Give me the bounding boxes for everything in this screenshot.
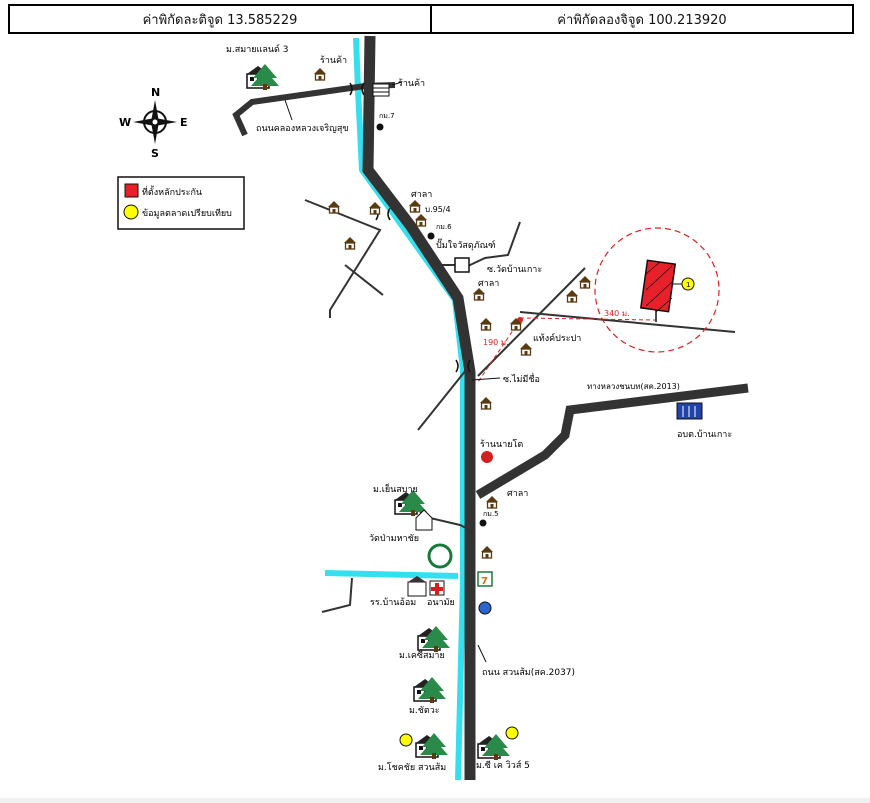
main-road [362, 35, 476, 780]
house-icon [480, 545, 494, 559]
label-km5: กม.5 [483, 510, 499, 518]
road-west-1 [304, 199, 382, 318]
label-gas: ปั๊มใจวัสดุภัณฑ์ [436, 238, 495, 251]
house-icon [519, 342, 533, 356]
label-village-chokchai: ม.โชคชัย สวนส้ม [378, 762, 446, 773]
house-icon [368, 201, 382, 215]
cross-glyph [431, 583, 443, 595]
km-marker-5 [479, 519, 487, 527]
gas-station-icon [454, 257, 470, 273]
market-marker-sbk [505, 726, 519, 740]
house-icon [343, 236, 357, 250]
market-marker-chokchai [399, 733, 413, 747]
legend-site-swatch [124, 183, 139, 198]
km-marker-6 [427, 232, 435, 240]
house-icon [414, 213, 428, 227]
house-icon [313, 67, 327, 81]
coordinate-bar: ค่าพิกัดละติจูด 13.585229 ค่าพิกัดลองจิจ… [8, 4, 854, 34]
market-marker-num: 1 [686, 281, 690, 289]
house-icon [578, 275, 592, 289]
village-icon [417, 625, 451, 653]
village-icon [413, 676, 447, 704]
canal-branch [324, 570, 459, 579]
distance-340: 340 ม. [604, 309, 630, 318]
label-road-khlong: ถนนคลองหลวงเจริญสุข [256, 123, 348, 134]
label-soi-noname: ซ.ไม่มีชื่อ [503, 372, 540, 385]
label-village-chotchai: ม.ชัตวะ [409, 706, 440, 716]
shop-icon [372, 83, 390, 97]
seven-eleven-icon [477, 571, 493, 587]
label-road-suanlum: ถนน สวนส้ม(สค.2037) [482, 667, 575, 678]
label-tank: แท้งค์ประปา [533, 332, 581, 344]
label-village3: ม.สมายแลนด์ 3 [226, 43, 288, 55]
village-icon [246, 63, 280, 91]
temple-icon [415, 509, 433, 531]
market-marker-site [681, 277, 695, 291]
label-house95: บ.95/4 [425, 205, 451, 214]
village-icon [415, 732, 449, 760]
road-southwest [321, 577, 353, 613]
label-sala3: ศาลา [507, 489, 528, 499]
legend-market-label: ข้อมูลตลาดเปรียบเทียบ [142, 208, 232, 219]
house-icon [472, 287, 486, 301]
compass-s: S [151, 147, 159, 160]
seven-eleven-glyph: 7 [481, 576, 488, 587]
label-km7: กม.7 [379, 112, 395, 120]
label-rural-road: ทางหลวงชนบท(สค.2013) [587, 382, 680, 391]
radius-line-190 [477, 319, 521, 383]
compass-rose: N S E W [119, 86, 188, 160]
house-icon [408, 199, 422, 213]
fuel-station-icon [478, 601, 492, 615]
road-east [519, 311, 736, 333]
compass-n: N [151, 86, 160, 99]
shop-nayo-icon [481, 451, 493, 463]
house-icon [327, 200, 341, 214]
label-shop1: ร้านค้า [320, 55, 347, 66]
road-west-2 [344, 264, 384, 296]
compass-e: E [180, 116, 188, 129]
road-soi-noname [417, 364, 471, 431]
latitude-label: ค่าพิกัดละติจูด 13.585229 [142, 12, 298, 28]
house-icon [479, 317, 493, 331]
label-school: รร.บ้านอ้อม [370, 597, 416, 608]
label-soi-wat: ซ.วัดบ้านเกาะ [487, 264, 542, 275]
longitude-label: ค่าพิกัดลองจิจูด 100.213920 [430, 6, 852, 32]
collateral-site [639, 259, 677, 322]
label-shop2: ร้านค้า [398, 78, 425, 89]
km-marker-7 [376, 123, 384, 131]
label-temple: วัดป่ามหาชัย [369, 534, 419, 544]
label-shop-nayo: ร้านนายโต [480, 439, 523, 450]
legend-site-label: ที่ตั้งหลักประกัน [142, 185, 202, 198]
label-sala1: ศาลา [411, 190, 432, 200]
legend-box: ที่ตั้งหลักประกัน ข้อมูลตลาดเปรียบเทียบ [117, 176, 245, 230]
house-icon [565, 289, 579, 303]
label-sala2: ศาลา [478, 279, 499, 289]
legend-market-swatch [123, 204, 139, 220]
label-village-kc: ม.เคซีสมาย [399, 650, 445, 661]
compass-w: W [119, 116, 131, 129]
bottom-strip [0, 798, 870, 803]
label-obt: อบต.บ้านเกาะ [677, 429, 732, 440]
label-village-sbk: ม.ซี เค วิวส์ 5 [476, 759, 530, 771]
radius-line-340 [519, 317, 656, 321]
radius-circle [594, 227, 720, 353]
distance-190: 190 ม. [483, 338, 509, 347]
road-tank [477, 267, 586, 377]
temple-seal-icon [427, 543, 453, 569]
label-km6: กม.6 [436, 223, 452, 231]
village-icon [477, 733, 511, 761]
house-icon [479, 396, 493, 410]
rural-road-2013 [475, 383, 749, 499]
school-icon [407, 581, 427, 597]
label-health: อนามัย [427, 598, 455, 608]
house-icon [485, 495, 499, 509]
label-village-yen: ม.เย็นสบาย [373, 482, 418, 495]
